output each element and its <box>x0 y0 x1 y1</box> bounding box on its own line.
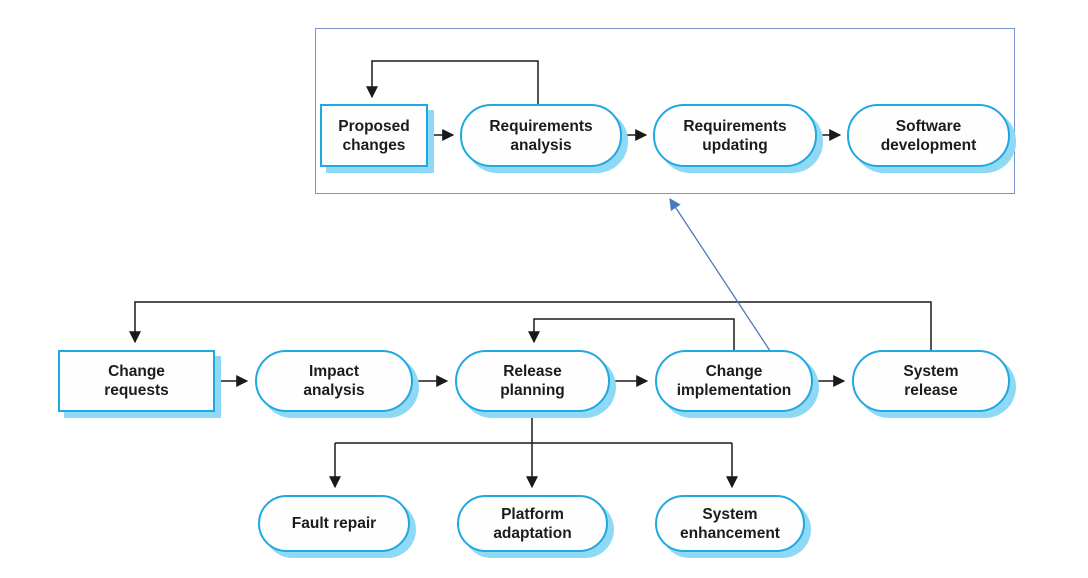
node-label-line: adaptation <box>493 524 572 542</box>
node-label-line: requests <box>104 382 169 399</box>
node-label-line: System <box>903 363 959 380</box>
node-system-release: System release <box>852 350 1010 412</box>
node-fault-repair: Fault repair <box>258 495 410 552</box>
edge-release-planning-branch-splitter <box>335 412 732 444</box>
edge-system-release-to-change-requests-loop <box>129 301 932 350</box>
node-label-line: Software <box>895 117 962 135</box>
node-release-planning: Release planning <box>455 350 610 412</box>
top-process-frame <box>315 28 1015 194</box>
node-impact-analysis: Impact analysis <box>255 350 413 412</box>
node-proposed-changes: Proposed changes <box>320 104 428 167</box>
edge-change-implementation-to-release-planning-loop <box>528 318 735 350</box>
node-label-line: Impact <box>309 363 359 380</box>
edge-change-implementation-to-top-process-expansion <box>669 198 781 367</box>
node-label-line: Requirements <box>489 117 593 135</box>
node-change-implementation: Change implementation <box>655 350 813 412</box>
node-label-line: Platform <box>501 505 564 523</box>
node-label-line: Change <box>108 363 165 380</box>
node-label-line: Fault repair <box>291 515 377 532</box>
node-requirements-analysis: Requirements analysis <box>460 104 622 167</box>
node-requirements-updating: Requirements updating <box>653 104 817 167</box>
node-software-development: Software development <box>847 104 1010 167</box>
node-system-enhancement: System enhancement <box>655 495 805 552</box>
node-label-line: Change <box>705 363 763 380</box>
node-label-line: changes <box>342 136 406 154</box>
node-label-line: planning <box>500 382 565 399</box>
node-platform-adaptation: Platform adaptation <box>457 495 608 552</box>
node-label-line: analysis <box>303 382 365 399</box>
node-label-line: enhancement <box>680 524 780 542</box>
node-label-line: Requirements <box>683 117 787 135</box>
node-label-line: analysis <box>510 136 572 154</box>
node-label-line: release <box>904 382 958 399</box>
node-label-line: implementation <box>676 382 792 399</box>
node-label-line: Proposed <box>338 117 410 135</box>
node-label-line: updating <box>702 136 768 154</box>
node-label-line: Release <box>503 363 562 380</box>
node-change-requests: Change requests <box>58 350 215 412</box>
node-label-line: development <box>880 136 977 154</box>
node-label-line: System <box>702 505 758 523</box>
